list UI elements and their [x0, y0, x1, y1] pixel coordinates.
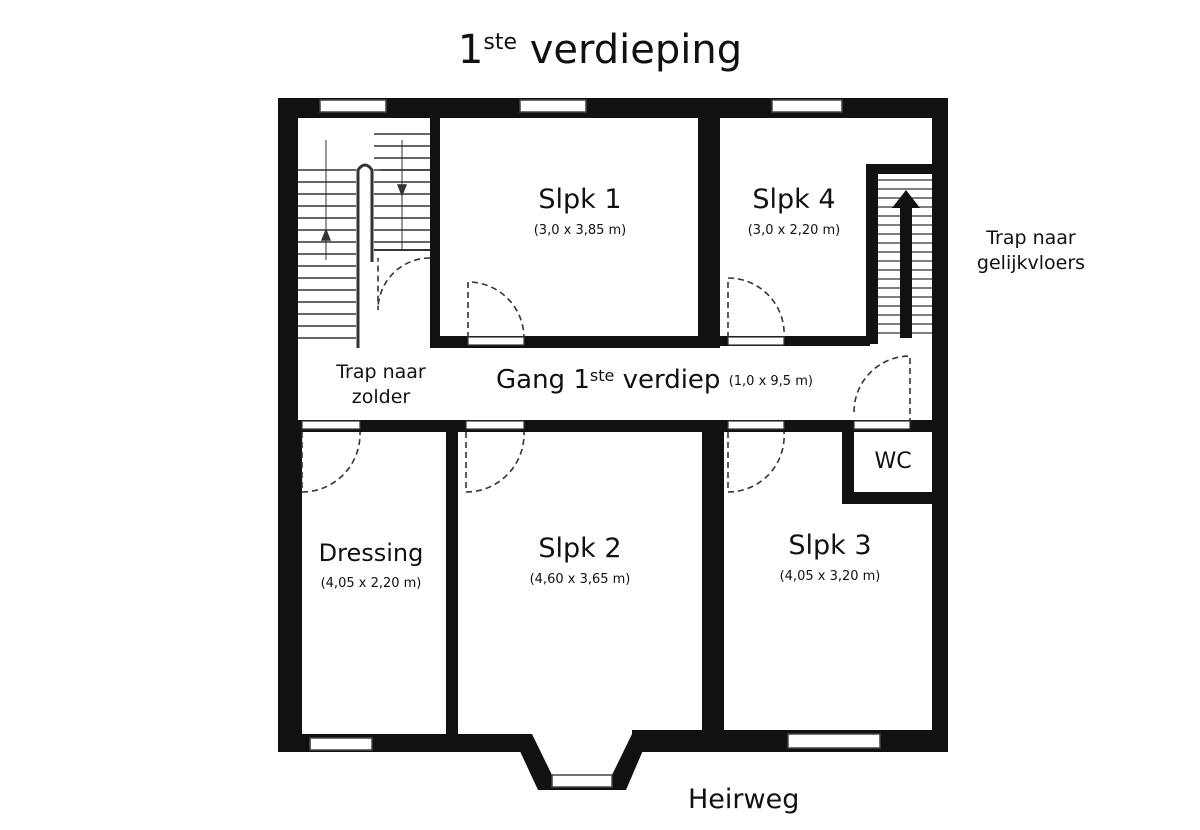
- handrail: [356, 163, 374, 348]
- stair-arrow-head: [396, 184, 408, 197]
- room-slpk4-name: Slpk 4: [752, 184, 836, 215]
- door-frame: [853, 420, 911, 430]
- window-bay: [551, 774, 613, 788]
- street-label: Heirweg: [688, 784, 800, 815]
- room-slpk4-dims: (3,0 x 2,20 m): [747, 223, 841, 238]
- page-title: 1ste verdieping: [457, 27, 743, 73]
- door-wc: [853, 355, 911, 424]
- window-bottom-slpk3: [787, 733, 881, 749]
- walls: [278, 98, 948, 790]
- door-frame: [467, 336, 525, 346]
- wall-slpk1-slpk4: [698, 110, 720, 348]
- wall-stairbox-top: [866, 164, 936, 174]
- door-slpk3: [727, 431, 785, 493]
- door-frame: [727, 336, 785, 346]
- wall-dressing-left: [294, 430, 302, 740]
- wall-slpk4-bottom: [718, 336, 870, 346]
- corridor-dims: (1,0 x 9,5 m): [728, 374, 813, 389]
- attic-stair-left-run: [298, 181, 356, 339]
- door-frames: [301, 336, 911, 430]
- outer-wall-right: [932, 98, 948, 752]
- window-top-slpk1: [519, 99, 587, 113]
- doors: [301, 257, 911, 493]
- attic-stairs: [298, 133, 430, 348]
- room-dressing-dims: (4,05 x 2,20 m): [320, 576, 422, 591]
- door-frame: [465, 420, 525, 430]
- door-slpk4: [727, 277, 785, 339]
- bay-window-wall: [512, 734, 650, 790]
- wall-stairbox-left: [866, 164, 878, 344]
- ground-stair-arrow: [892, 190, 920, 338]
- door-slpk2: [465, 431, 525, 493]
- wall-wc-bottom: [842, 492, 938, 504]
- door-attic: [377, 257, 431, 311]
- wall-corridor-bottom: [280, 420, 932, 432]
- wall-wc-left: [842, 428, 854, 500]
- door-slpk1: [467, 281, 525, 339]
- wall-slpk2-slpk3: [702, 428, 724, 738]
- room-slpk3-name: Slpk 3: [788, 530, 872, 561]
- wall-dressing-slpk2: [446, 428, 458, 744]
- room-slpk1-name: Slpk 1: [538, 184, 622, 215]
- room-slpk3-dims: (4,05 x 3,20 m): [779, 569, 881, 584]
- room-slpk1-dims: (3,0 x 3,85 m): [533, 223, 627, 238]
- window-top-stair: [319, 99, 387, 113]
- room-slpk2-name: Slpk 2: [538, 533, 622, 564]
- door-frame: [727, 420, 785, 430]
- room-slpk2-dims: (4,60 x 3,65 m): [529, 572, 631, 587]
- room-wc-name: WC: [874, 449, 912, 474]
- stair-arrow-head: [320, 228, 332, 241]
- wall-stair-slpk1: [430, 110, 440, 348]
- corridor-label: Gang 1ste verdiep (1,0 x 9,5 m): [496, 365, 813, 395]
- window-bottom-dressing: [309, 737, 373, 751]
- window-top-slpk4: [771, 99, 843, 113]
- windows: [309, 99, 881, 788]
- door-dressing: [301, 431, 361, 493]
- door-frame: [301, 420, 361, 430]
- ground-stairs: [878, 179, 932, 338]
- room-dressing-name: Dressing: [318, 539, 424, 567]
